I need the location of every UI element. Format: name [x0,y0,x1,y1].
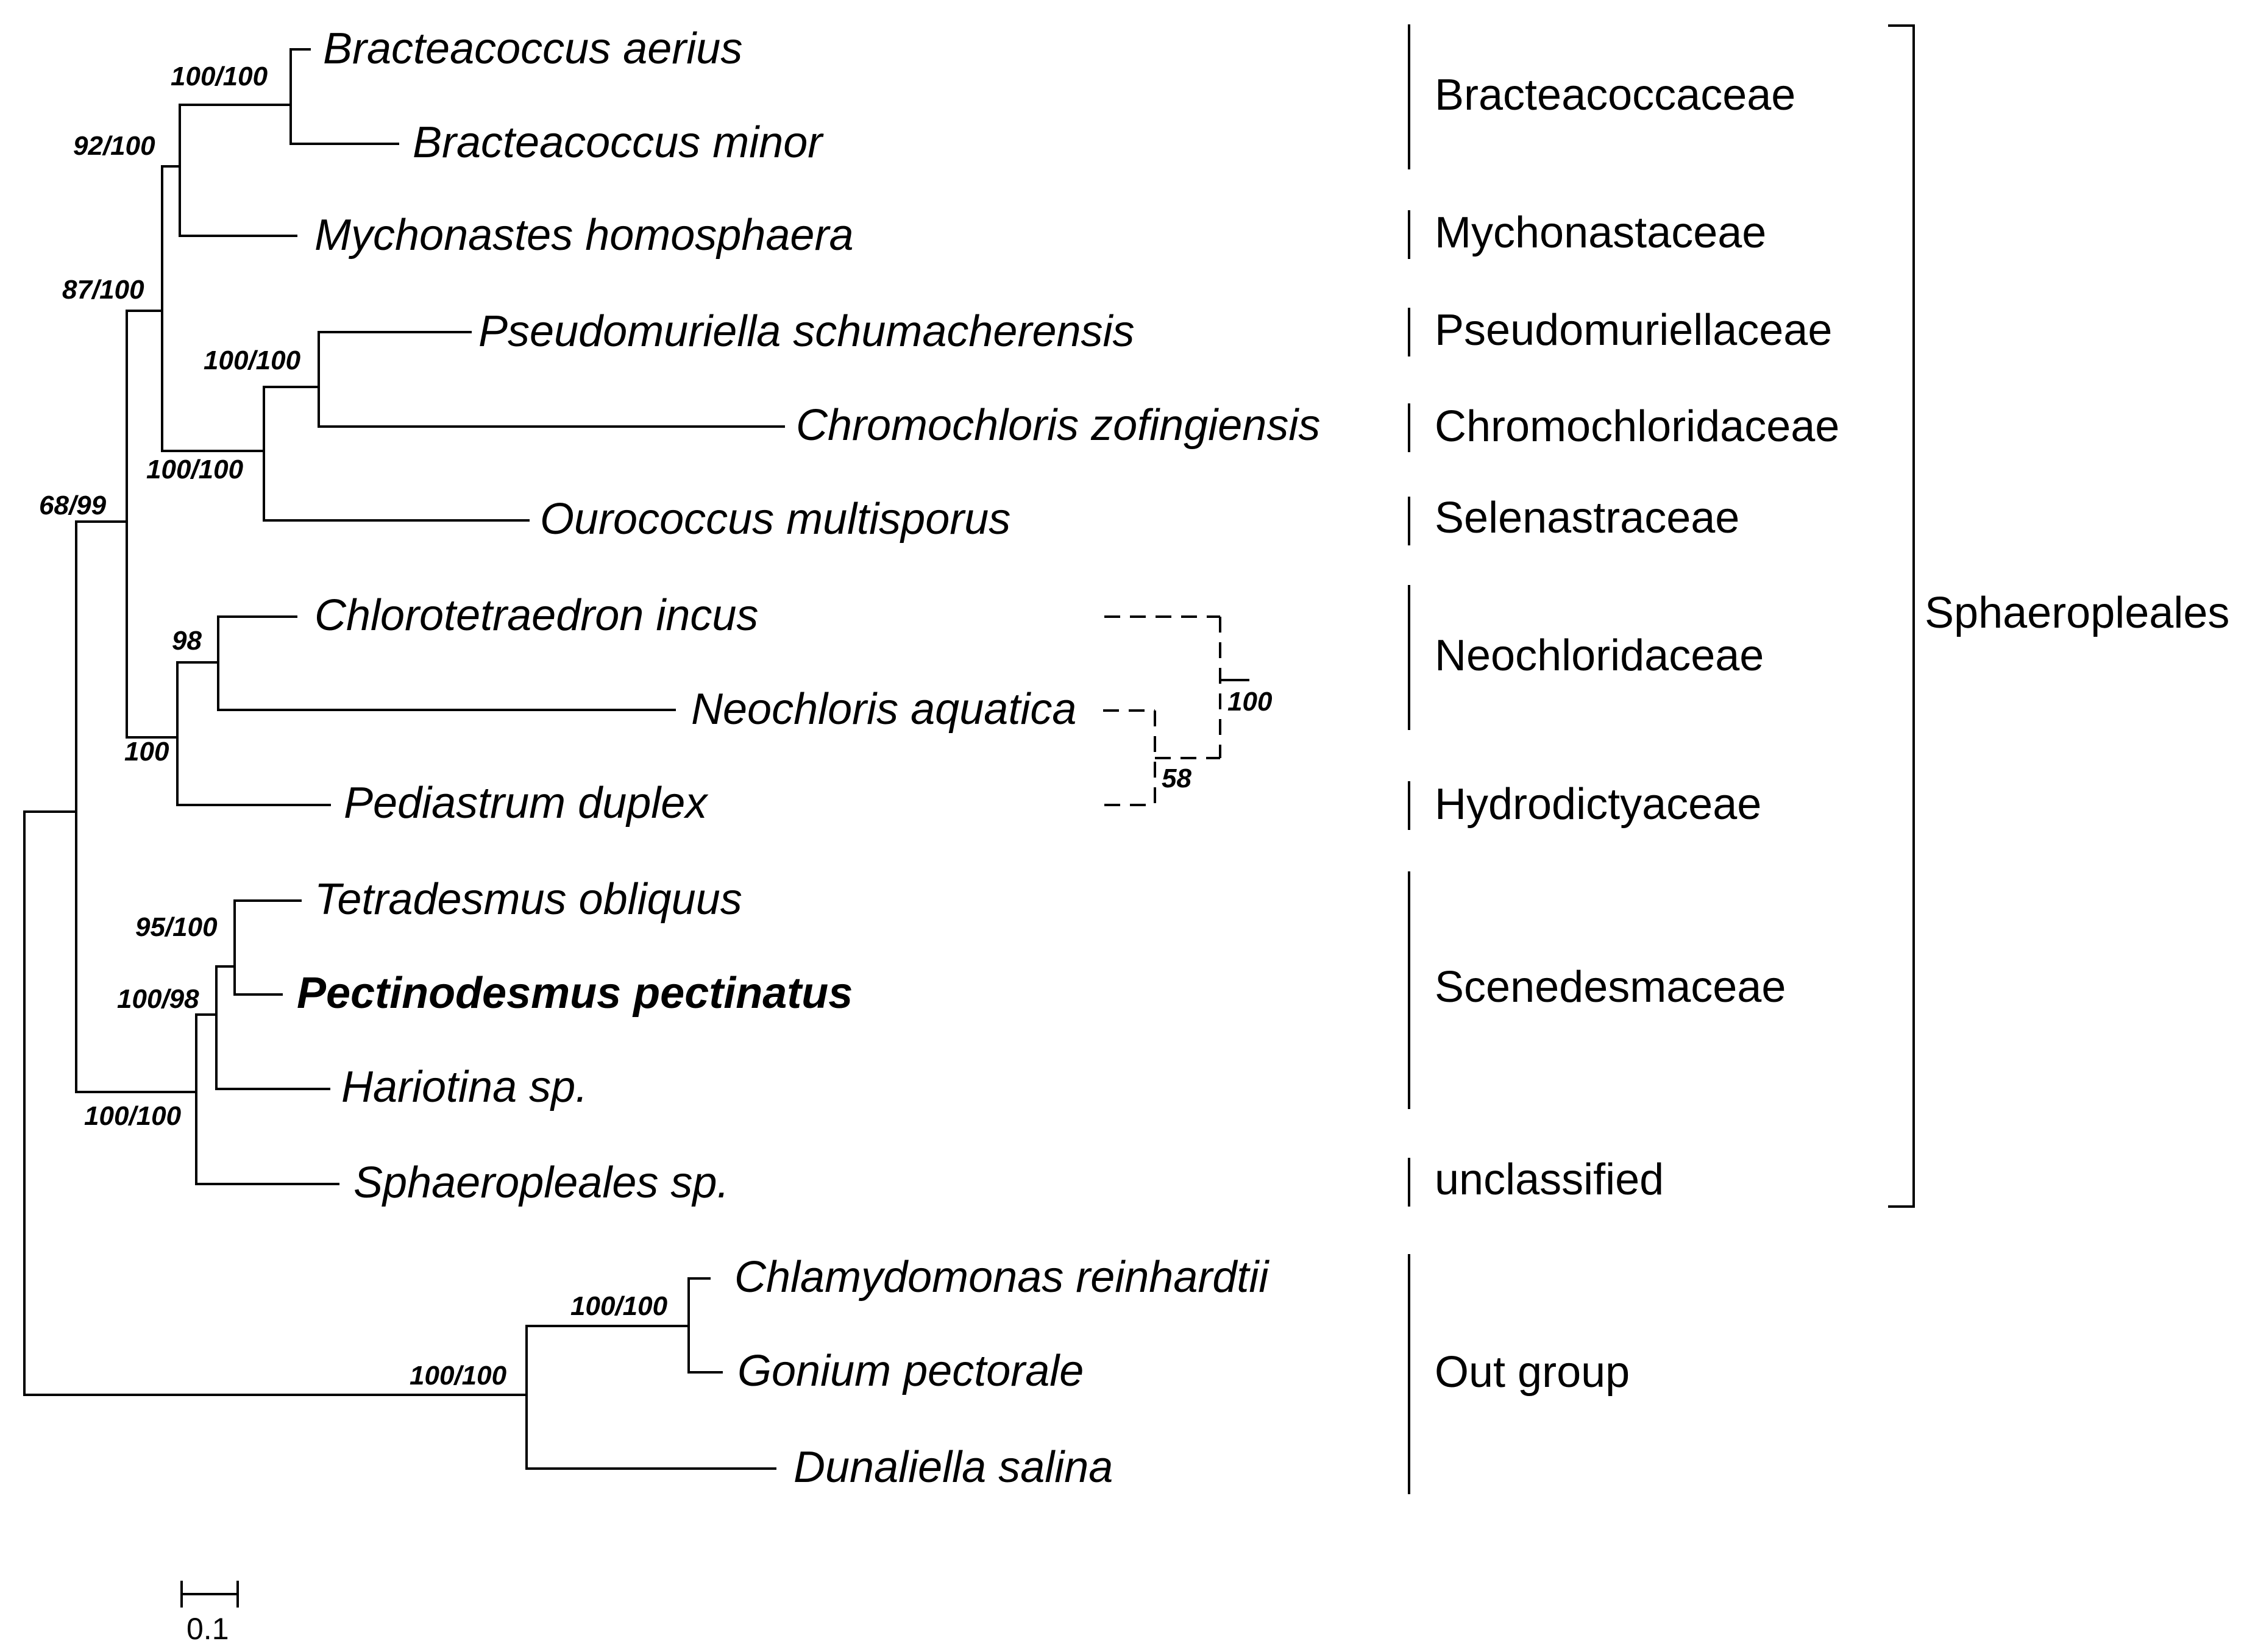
order-sphaeropleales: Sphaeropleales [1925,589,2229,637]
taxon-bracteacoccus-aerius: Bracteacoccus aerius [323,24,742,73]
taxon-gonium-pectorale: Gonium pectorale [737,1347,1084,1395]
order-bracket: Sphaeropleales [1888,24,2229,1208]
support-alt-topology-outer: 100 [1227,687,1273,717]
family-selenastraceae: Selenastraceae [1435,494,1739,542]
family-chromochloridaceae: Chromochloridaceae [1435,402,1839,451]
taxon-chromochloris-zofingiensis: Chromochloris zofingiensis [796,401,1320,450]
taxon-pseudomuriella-schumacherensis: Pseudomuriella schumacherensis [478,307,1135,356]
family-labels: Bracteacoccaceae Mychonastaceae Pseudomu… [1435,71,1839,1397]
family-pseudomuriellaceae: Pseudomuriellaceae [1435,306,1832,355]
taxon-sphaeropleales-sp: Sphaeropleales sp. [353,1158,729,1207]
taxon-hariotina-sp: Hariotina sp. [341,1063,588,1111]
sphaeropleales-bracket [1888,24,1915,1208]
taxon-mychonastes-homosphaera: Mychonastes homosphaera [314,211,854,260]
support-outgroup-chlamy: 100/100 [570,1291,668,1321]
taxon-bracteacoccus-minor: Bracteacoccus minor [413,118,824,167]
taxon-dunaliella-salina: Dunaliella salina [794,1443,1113,1492]
support-tetra-pectino: 95/100 [135,912,218,942]
taxon-chlamydomonas-reinhardtii: Chlamydomonas reinhardtii [734,1253,1269,1302]
family-mychonastaceae: Mychonastaceae [1435,208,1766,257]
taxon-tetradesmus-obliquus: Tetradesmus obliquus [314,875,742,924]
support-scened: 100/98 [117,984,199,1014]
scale-bar-label: 0.1 [186,1612,229,1646]
support-scened-unclass: 100/100 [84,1101,182,1131]
scale-bar: 0.1 [180,1581,239,1646]
support-chloro-neo: 98 [172,626,202,656]
support-bracte-mychon: 92/100 [73,131,155,161]
family-bracteacoccaceae: Bracteacoccaceae [1435,71,1795,119]
support-outgroup: 100/100 [410,1361,507,1391]
tree-branches [23,48,785,1470]
taxon-neochloris-aquatica: Neochloris aquatica [691,685,1076,734]
support-neo-pedi-clade: 100 [124,737,169,767]
taxon-chlorotetraedron-incus: Chlorotetraedron incus [314,591,758,640]
taxon-pectinodesmus-pectinatus: Pectinodesmus pectinatus [297,969,853,1018]
support-pseudo-ouro: 100/100 [146,455,244,484]
family-unclassified: unclassified [1435,1155,1664,1204]
support-alt-topology-inner: 58 [1162,764,1191,793]
support-bracteacoccus: 100/100 [171,62,268,91]
taxon-pediastrum-duplex: Pediastrum duplex [344,779,709,828]
support-pseudo-chromo: 100/100 [204,346,301,375]
taxon-ourococcus-multisporus: Ourococcus multisporus [540,495,1010,544]
family-scenedesmaceae: Scenedesmaceae [1435,963,1786,1012]
support-upper-clade: 87/100 [62,275,144,305]
support-values: 100/100 92/100 87/100 100/100 100/100 68… [39,62,1273,1391]
support-sphaeropleales-core: 68/99 [39,491,107,520]
family-neochloridaceae: Neochloridaceae [1435,631,1764,680]
family-hydrodictyaceae: Hydrodictyaceae [1435,780,1761,829]
alternative-topology [1103,615,1249,806]
taxon-labels: Bracteacoccus aerius Bracteacoccus minor… [297,24,1320,1492]
family-outgroup: Out group [1435,1348,1630,1397]
